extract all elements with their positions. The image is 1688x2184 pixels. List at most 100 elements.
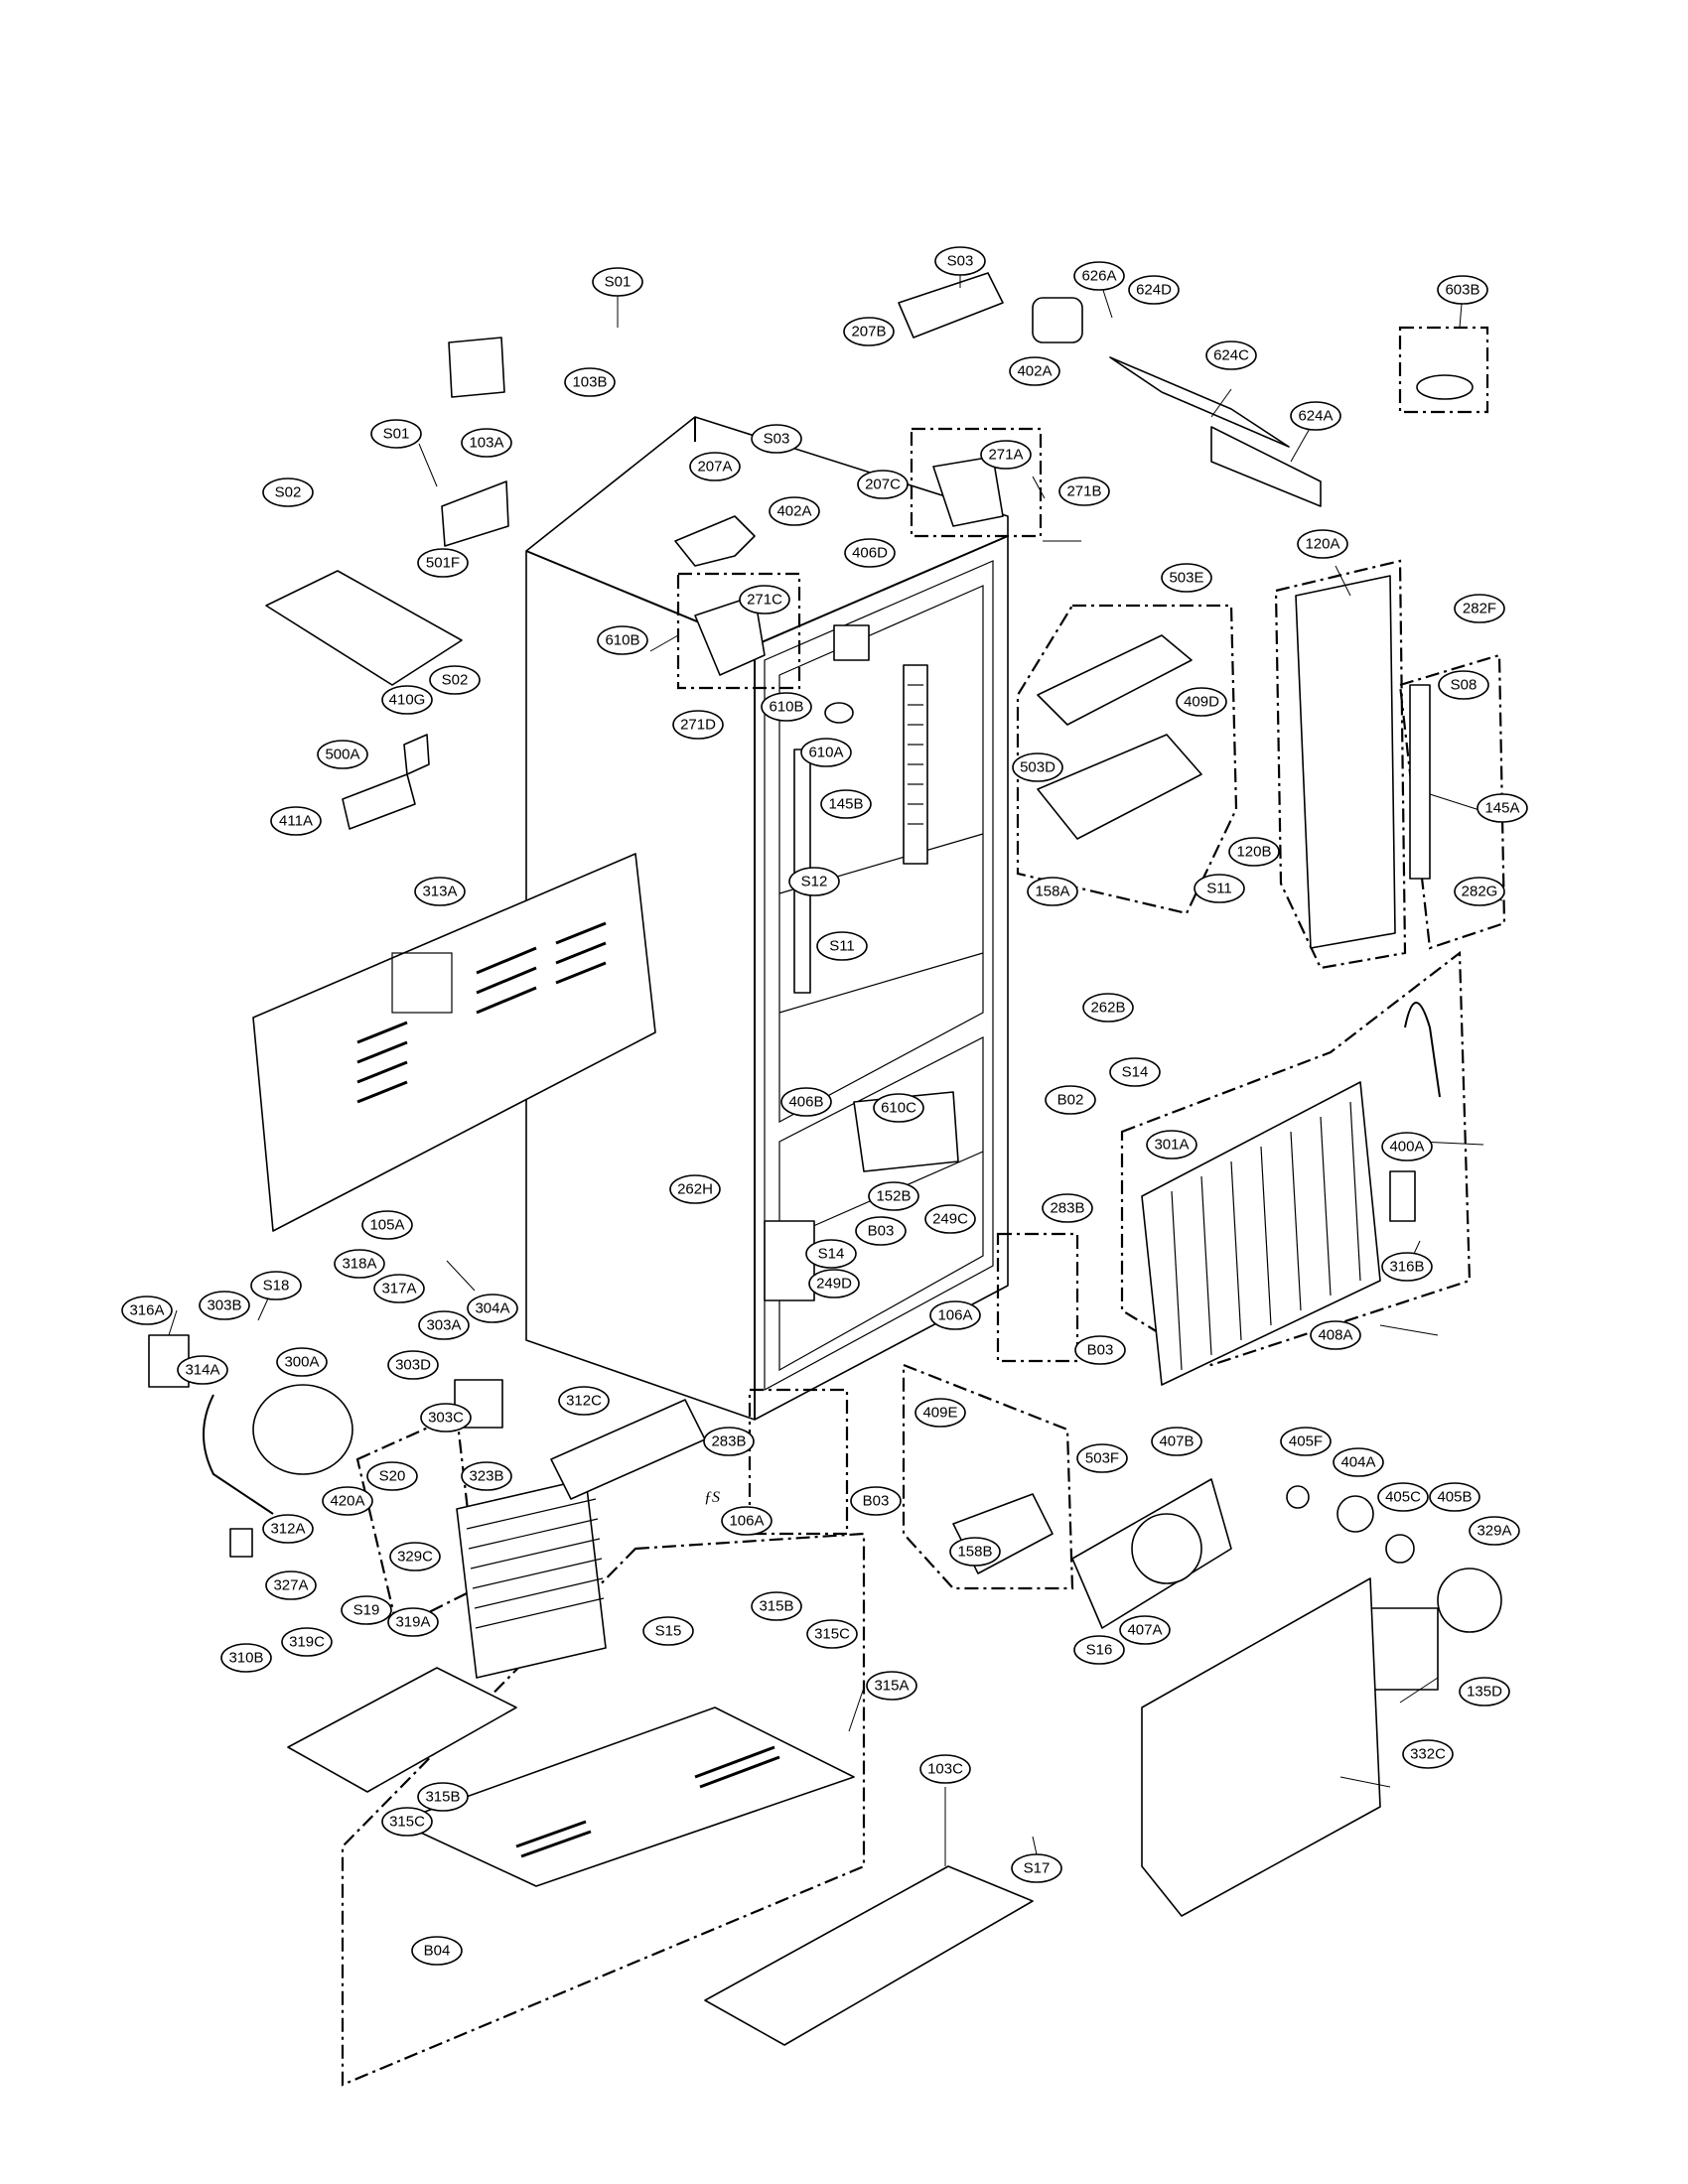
svg-text:S01: S01 [605,274,632,291]
svg-text:624C: 624C [1213,347,1249,364]
svg-text:400A: 400A [1389,1139,1424,1156]
svg-text:402A: 402A [776,503,811,520]
svg-text:303D: 303D [395,1357,431,1374]
svg-text:S14: S14 [818,1246,845,1263]
callout-315b-top: 315B [751,1591,802,1621]
callout-s01-left: S01 [370,419,422,449]
svg-text:207C: 207C [865,477,901,493]
drain-pan-and-base [287,1399,1034,2046]
svg-text:S01: S01 [383,426,410,443]
callout-s14-mid: S14 [805,1239,857,1269]
callout-s19: S19 [341,1595,392,1625]
svg-text:S02: S02 [275,484,302,501]
svg-text:624A: 624A [1298,408,1333,425]
callout-s16: S16 [1073,1635,1125,1665]
svg-text:103A: 103A [469,435,503,452]
callout-624a: 624A [1290,401,1341,431]
svg-text:120B: 120B [1236,844,1271,861]
svg-text:409E: 409E [922,1405,957,1422]
svg-text:S19: S19 [353,1602,380,1619]
callout-610a: 610A [800,738,852,767]
callout-s17: S17 [1011,1853,1062,1883]
callout-s08: S08 [1438,670,1489,700]
svg-text:310B: 310B [228,1650,263,1667]
callout-327a: 327A [265,1570,317,1600]
callout-b03-low: B03 [850,1486,902,1516]
callout-312a: 312A [262,1514,314,1544]
svg-text:207A: 207A [697,459,732,476]
svg-text:626A: 626A [1081,268,1116,285]
callout-503e: 503E [1161,563,1212,593]
svg-text:501F: 501F [426,555,460,572]
callout-283b-mid: 283B [703,1427,755,1456]
svg-text:282F: 282F [1463,601,1496,617]
callout-318a: 318A [334,1249,385,1279]
svg-text:103B: 103B [572,374,607,391]
callout-303c: 303C [420,1403,472,1433]
lower-bracket [764,1220,815,1301]
svg-text:106A: 106A [729,1513,764,1530]
callout-105a: 105A [361,1210,413,1240]
callout-314a: 314A [177,1355,228,1385]
callout-207a: 207A [689,452,741,481]
callout-329c: 329C [389,1542,441,1571]
callout-s01-top: S01 [592,267,643,297]
svg-text:207B: 207B [851,324,886,341]
callout-145a: 145A [1477,793,1528,823]
svg-text:610C: 610C [881,1100,916,1117]
svg-text:249D: 249D [816,1276,852,1293]
svg-text:420A: 420A [330,1493,364,1510]
svg-text:283B: 283B [1050,1200,1084,1217]
part-labels: S01 103B S03 207B 402A 626A 624D 624C 62… [121,246,1528,1966]
top-hinge-assembly [674,456,1004,724]
svg-text:312A: 312A [270,1521,305,1538]
svg-text:319A: 319A [395,1614,430,1631]
svg-text:S03: S03 [947,253,974,270]
callout-304a: 304A [467,1294,518,1323]
callout-b04: B04 [411,1936,463,1966]
callout-s14-right: S14 [1109,1057,1161,1087]
callout-207c: 207C [857,470,909,499]
lower-filter [1369,1607,1439,1691]
callout-106a-right: 106A [929,1300,981,1330]
svg-text:S18: S18 [263,1278,290,1295]
svg-text:304A: 304A [475,1300,509,1317]
callout-402a-top: 402A [1009,356,1060,386]
svg-text:404A: 404A [1340,1454,1375,1471]
callout-300a: 300A [276,1347,328,1377]
callout-316b: 316B [1381,1252,1433,1282]
svg-text:283B: 283B [711,1433,746,1450]
svg-text:249C: 249C [932,1211,968,1228]
svg-text:271A: 271A [988,447,1023,464]
svg-text:315B: 315B [759,1598,793,1615]
callout-410g: 410G [381,685,433,715]
svg-text:B03: B03 [1087,1342,1114,1359]
svg-text:S17: S17 [1024,1860,1051,1877]
callout-s18: S18 [250,1271,302,1300]
callout-503f: 503F [1076,1443,1128,1473]
svg-text:158A: 158A [1035,884,1069,900]
callout-610c: 610C [873,1093,924,1123]
svg-text:603B: 603B [1445,282,1479,299]
callout-b02: B02 [1045,1085,1096,1115]
duct-and-damper-parts [898,272,1474,507]
callout-624c: 624C [1205,341,1257,370]
drawer-assemblies [952,575,1431,1574]
svg-text:103C: 103C [927,1761,963,1778]
callout-406b: 406B [780,1087,832,1117]
svg-text:S11: S11 [829,938,855,955]
callout-503d: 503D [1012,752,1063,782]
callout-120a: 120A [1297,529,1348,559]
callout-s02-left: S02 [262,478,314,507]
condenser-coil [456,1478,607,1679]
svg-text:332C: 332C [1410,1746,1446,1763]
svg-text:271B: 271B [1066,483,1101,500]
svg-text:610B: 610B [605,632,639,649]
callout-407a: 407A [1119,1615,1171,1645]
compressor [252,1384,353,1475]
svg-text:323B: 323B [469,1468,503,1485]
callout-262h: 262H [669,1174,721,1204]
callout-282f: 282F [1454,594,1505,623]
svg-text:315C: 315C [389,1814,425,1831]
callout-315a: 315A [866,1671,917,1701]
